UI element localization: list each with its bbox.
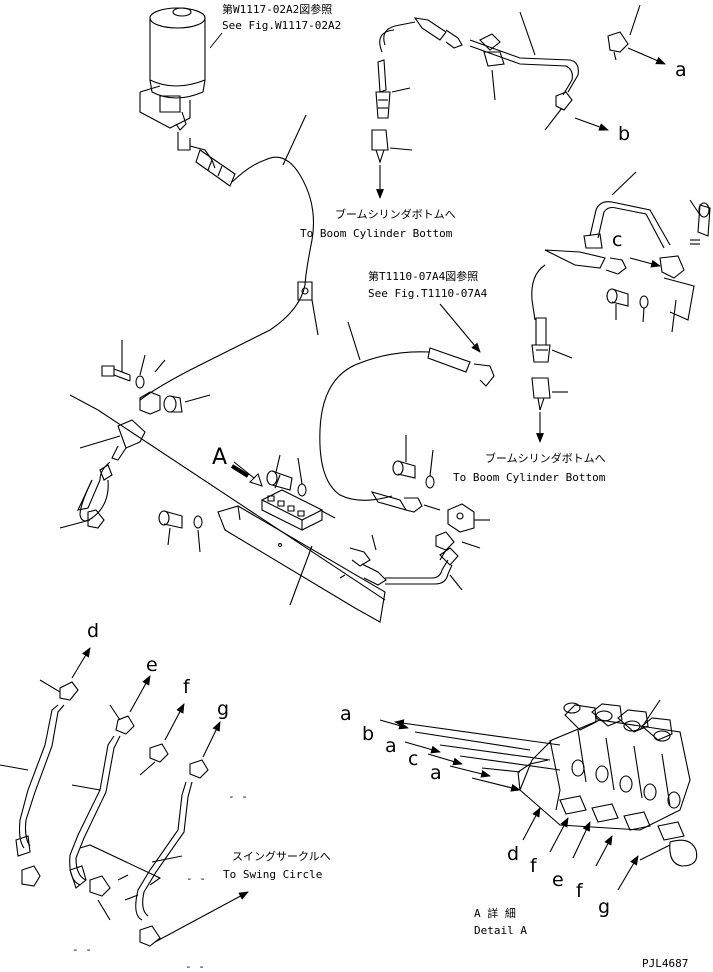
washer-right-center [426, 476, 434, 488]
hose-center [320, 352, 430, 500]
ref-t1110-ja: 第T1110-07A4図参照 [368, 269, 478, 283]
pipe-fitting-right-center [372, 492, 422, 512]
nipple-fitting-right [532, 318, 550, 362]
ref-t1110-en: See Fig.T1110-07A4 [368, 287, 488, 300]
ref-w1117-ja: 第W1117-02A2図参照 [222, 2, 332, 16]
nipple-fitting-top [376, 60, 390, 118]
callout-view-a: A [212, 445, 227, 470]
callout-g: g [217, 698, 229, 720]
washer-left-1 [136, 376, 144, 388]
motor-assembly [140, 8, 235, 186]
elbow-top-center [372, 130, 388, 162]
dash-mark-1: - - [228, 790, 248, 803]
bracket-left [140, 392, 160, 414]
dest-boom-bottom-2-en: To Boom Cylinder Bottom [453, 471, 606, 484]
detail-letter-a-1: a [340, 703, 352, 725]
detail-letter-e: e [552, 869, 564, 891]
detail-letter-c: c [408, 748, 418, 770]
pipe-fitting-center [350, 548, 386, 585]
detail-letter-f-2: f [576, 880, 584, 902]
elbow-right-lower [532, 378, 550, 410]
callout-f: f [183, 676, 191, 698]
detail-letter-d: d [507, 843, 519, 865]
callout-b-top: b [618, 123, 630, 145]
swing-hose-d [16, 682, 78, 886]
callout-a-top: a [675, 59, 687, 81]
callout-d: d [87, 620, 99, 642]
bracket-plate [218, 506, 385, 622]
bolt-center [159, 511, 182, 528]
dash-mark-2: - - [186, 872, 206, 885]
spacer-left [164, 396, 182, 412]
detail-a-manifold [518, 700, 697, 866]
detail-letter-f-1: f [530, 855, 538, 877]
dest-boom-bottom-1-ja: ブームシリンダボトムへ [335, 207, 456, 221]
washer-right-mid [640, 296, 648, 308]
dest-swing-circle-en: To Swing Circle [223, 868, 322, 881]
dest-boom-bottom-1-en: To Boom Cylinder Bottom [300, 227, 453, 240]
view-a-arrow [234, 462, 262, 486]
callout-e: e [146, 654, 158, 676]
elbow-fitting-left [112, 420, 145, 460]
dash-mark-3: - - [72, 943, 92, 956]
bolt-manifold [267, 471, 292, 490]
valve-manifold [262, 475, 322, 530]
bolt-right-center [393, 461, 415, 478]
ref-w1117-en: See Fig.W1117-02A2 [222, 19, 341, 32]
detail-letter-a-3: a [430, 762, 442, 784]
drawing-code: PJL4687 [642, 957, 688, 970]
detail-a-bottom-arrows [523, 807, 639, 890]
bolt-right-mid [607, 289, 628, 306]
swing-hose-e [70, 716, 134, 888]
dest-boom-bottom-2-ja: ブームシリンダボトムへ [485, 451, 606, 465]
labels: 第W1117-02A2図参照 See Fig.W1117-02A2 第T1110… [72, 2, 688, 972]
washer-center [194, 516, 202, 528]
swing-hose-f [90, 744, 168, 896]
hose-clamp-1 [298, 282, 312, 300]
clamp-right-center [448, 504, 474, 532]
bolt-left-1 [102, 366, 130, 381]
detail-letter-b: b [362, 723, 374, 745]
callout-c-top: c [612, 229, 622, 251]
detail-a-title-en: Detail A [474, 924, 527, 937]
detail-letter-g: g [598, 896, 610, 918]
pipe-assembly-top [380, 18, 579, 110]
detail-a-lines [380, 719, 560, 792]
dash-mark-4: - - [185, 960, 205, 972]
hose-motor [140, 157, 314, 400]
fitting-top-right [608, 32, 628, 60]
swing-hose-g [136, 760, 208, 946]
detail-letter-a-2: a [385, 735, 397, 757]
pipe-assembly-right [584, 202, 694, 320]
hose-end-center [428, 348, 494, 386]
elbow-right-center [436, 532, 454, 560]
bolt-right-top [698, 203, 710, 236]
dest-swing-circle-ja: スイングサークルへ [232, 849, 331, 863]
detail-a-title-ja: A 詳 細 [474, 906, 516, 920]
washer-manifold [298, 484, 306, 496]
